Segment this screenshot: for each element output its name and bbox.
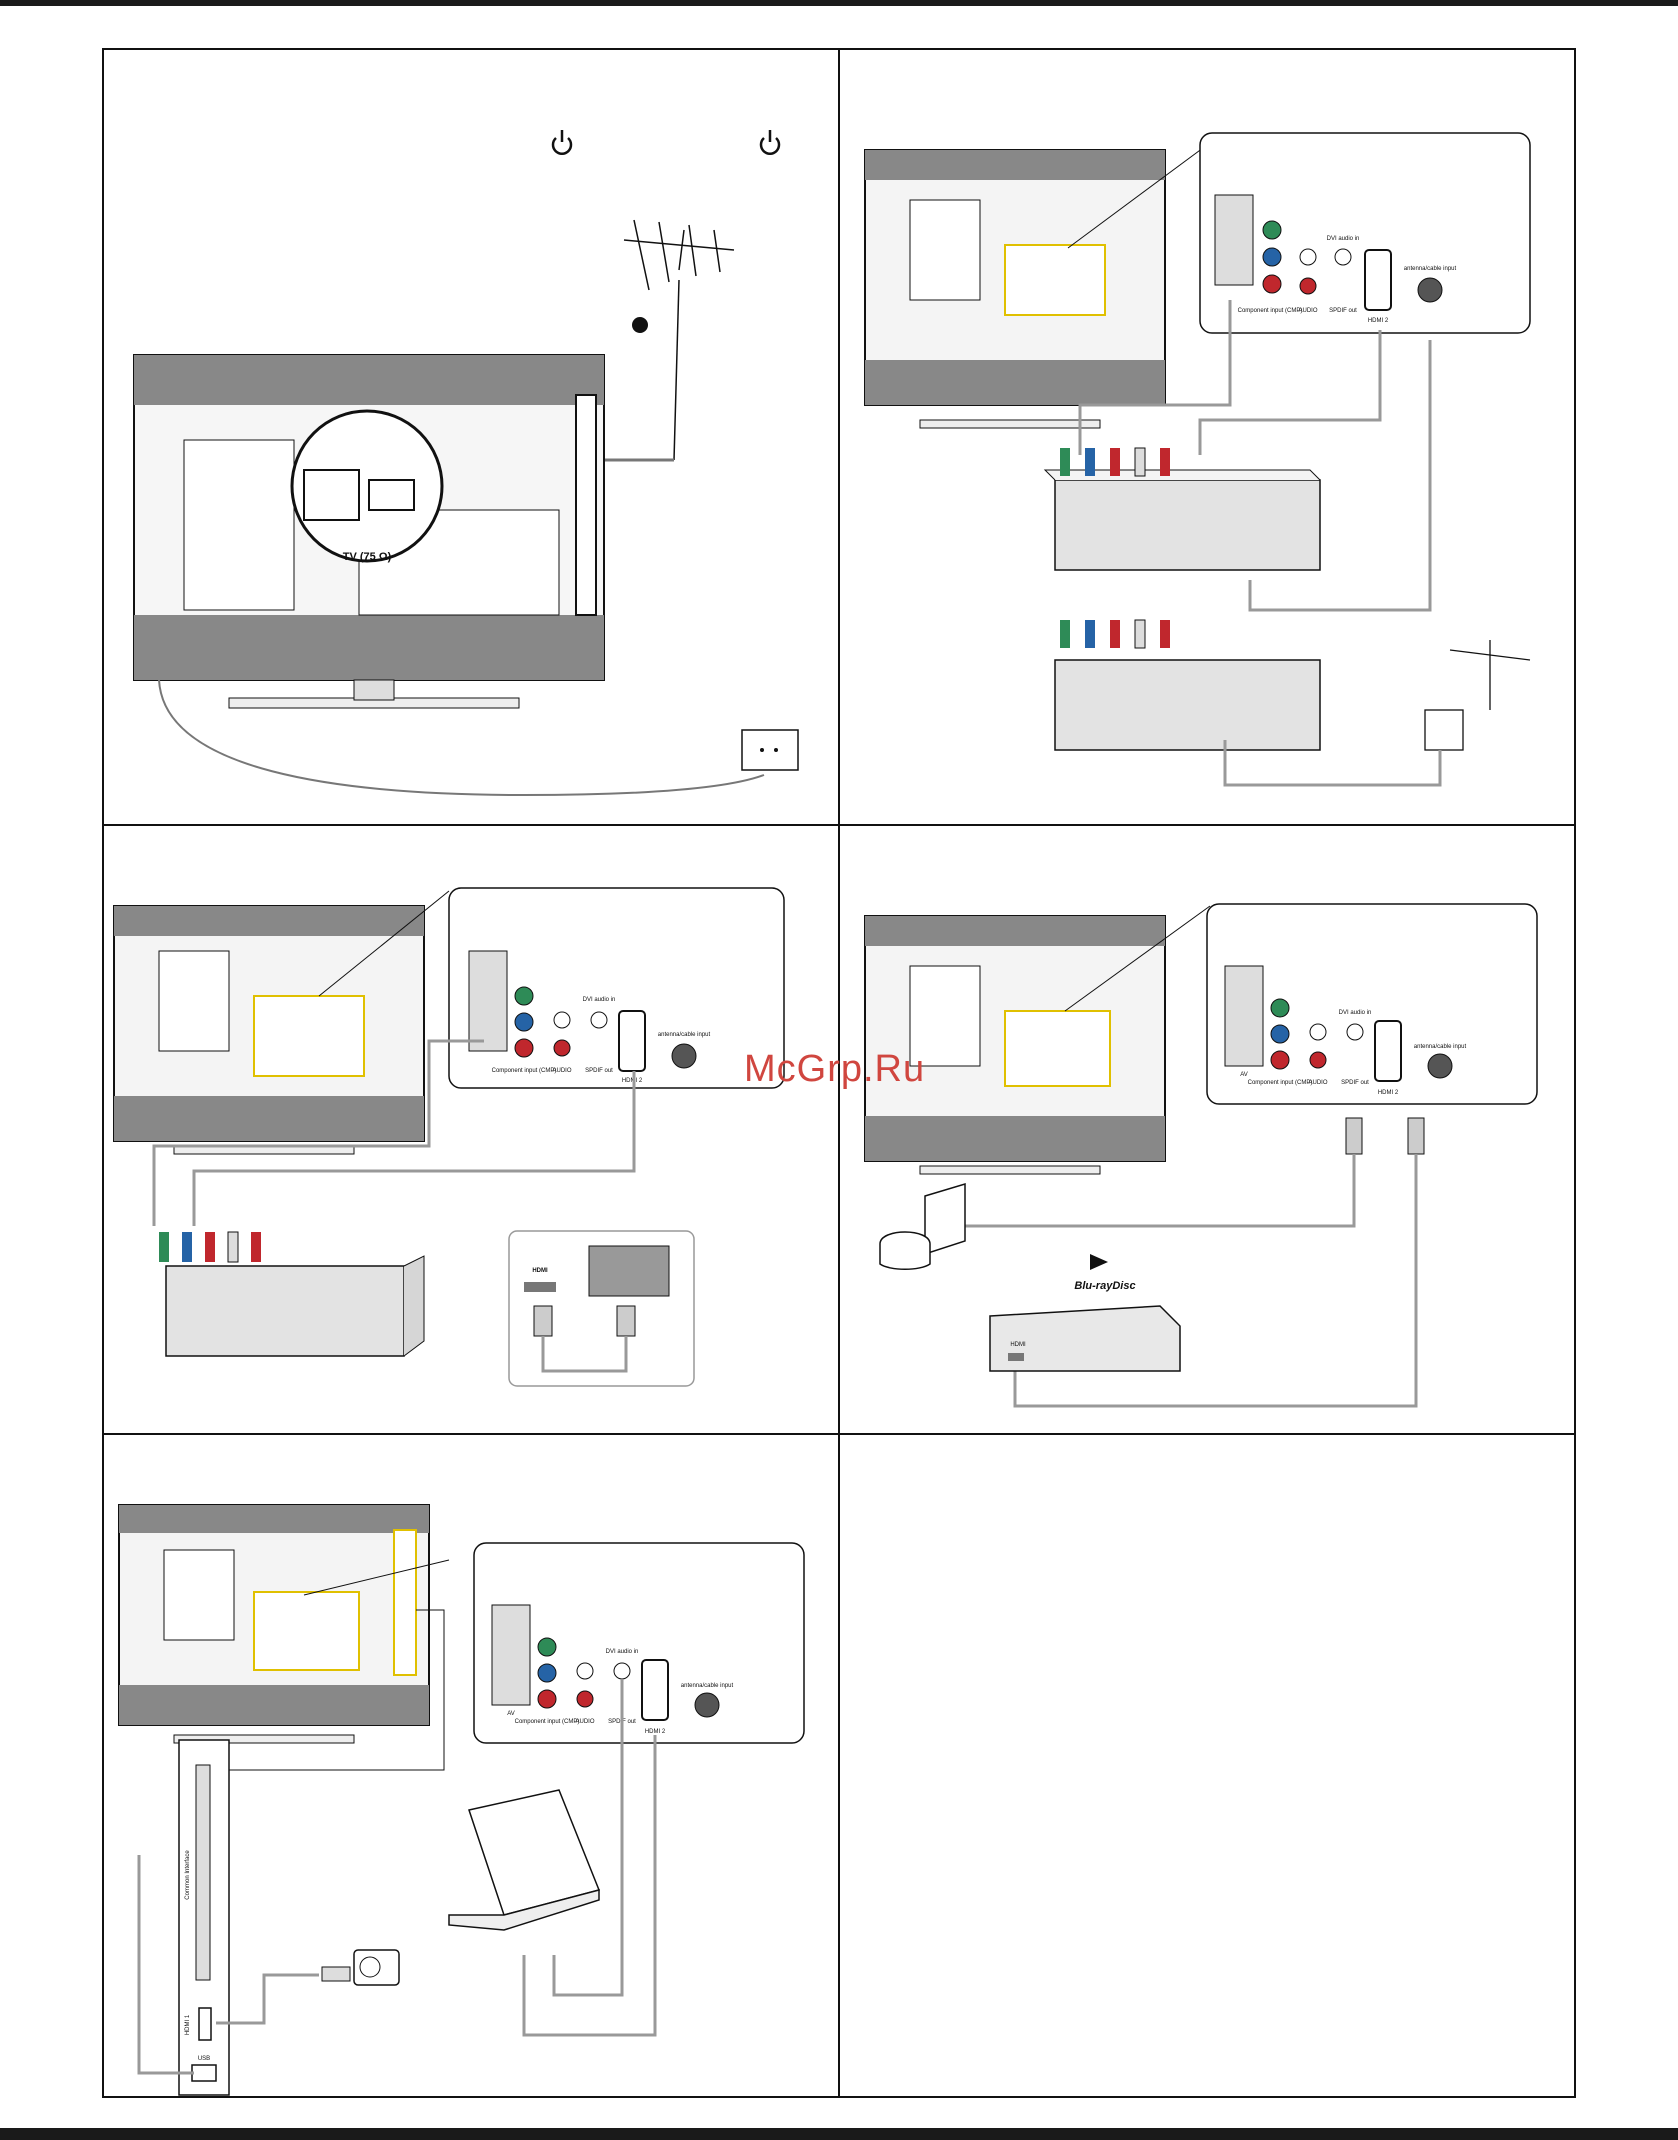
column-divider-bottom: [838, 1435, 840, 2098]
ci-label: Common Interface: [185, 1850, 191, 1900]
tv-rear-view: [133, 354, 605, 709]
av-label: AV: [1240, 1072, 1248, 1078]
hdmi2-label: HDMI 2: [1378, 1090, 1399, 1096]
spdif-label: SPDIF out: [585, 1068, 613, 1074]
panel-component-hdmi: Component input (CMP) AUDIO DVI audio in…: [104, 826, 838, 1433]
audio-label: AUDIO: [1308, 1080, 1327, 1086]
hdmi2-label: HDMI 2: [622, 1078, 643, 1084]
impedance-magnifier: TV (75 Ω): [290, 409, 444, 563]
recorder-top: [1043, 469, 1321, 571]
av-label: AV: [507, 1711, 515, 1717]
impedance-label: TV (75 Ω): [343, 551, 392, 563]
dvi-audio-label: DVI audio in: [1339, 1010, 1372, 1016]
wall-socket: [741, 729, 799, 771]
plug-row: [1060, 447, 1170, 649]
dvi-audio-label: DVI audio in: [1327, 236, 1360, 242]
hdmi-inset-label: HDMI: [532, 1268, 548, 1274]
row-divider-1: [102, 824, 1576, 826]
wall-antenna-icon: [1424, 640, 1531, 751]
recorder-bottom: [1054, 659, 1321, 751]
usb-label: USB: [198, 2056, 210, 2062]
spdif-label: SPDIF out: [1329, 308, 1357, 314]
spdif-label: SPDIF out: [1341, 1080, 1369, 1086]
bluray-logo: Blu-rayDisc: [1074, 1254, 1136, 1292]
audio-label: AUDIO: [552, 1068, 571, 1074]
hdmi1-label: HDMI 1: [185, 2014, 191, 2035]
component-source-device: [159, 1231, 425, 1357]
hdmi2-label: HDMI 2: [645, 1729, 666, 1735]
jack-panel: Component input (CMP) AUDIO DVI audio in…: [1199, 132, 1531, 334]
dvi-audio-label: DVI audio in: [583, 997, 616, 1003]
watermark: McGrp.Ru: [744, 1048, 926, 1090]
jack-panel: AV Component input (CMP) AUDIO DVI audio…: [1206, 903, 1538, 1105]
antenna-input-label: antenna/cable input: [681, 1683, 734, 1689]
antenna-input-label: antenna/cable input: [1404, 266, 1457, 272]
dvi-audio-label: DVI audio in: [606, 1649, 639, 1655]
laptop-icon: [448, 1789, 601, 1931]
component-label: Component input (CMP): [492, 1068, 557, 1074]
component-label: Component input (CMP): [1248, 1080, 1313, 1086]
row-divider-2: [102, 1433, 1576, 1435]
audio-label: AUDIO: [575, 1719, 594, 1725]
power-cord: [158, 679, 765, 797]
jack-panel: AV Component input (CMP) AUDIO DVI audio…: [473, 1542, 805, 1744]
panel-hdmi-devices: AV Component input (CMP) AUDIO DVI audio…: [840, 826, 1574, 1433]
panel-component-loop: Component input (CMP) AUDIO DVI audio in…: [840, 50, 1574, 824]
hdmi-plug: [1345, 1117, 1363, 1155]
hdmi-inset: HDMI: [508, 1230, 695, 1387]
component-label: Component input (CMP): [1238, 308, 1303, 314]
component-label: Component input (CMP): [515, 1719, 580, 1725]
jack-panel: Component input (CMP) AUDIO DVI audio in…: [448, 887, 785, 1089]
tv-rear-small: [864, 149, 1166, 429]
tv-rear-small: [113, 905, 425, 1155]
audio-label: AUDIO: [1298, 308, 1317, 314]
antenna-mount: [632, 317, 648, 333]
antenna-icon: [623, 219, 735, 461]
power-icon: [551, 130, 781, 155]
side-panel: Common Interface HDMI 1 USB: [178, 1739, 230, 2096]
antenna-input-label: antenna/cable input: [658, 1032, 711, 1038]
panel-antenna-power: TV (75 Ω): [104, 50, 838, 824]
panel-side-inputs: AV Component input (CMP) AUDIO DVI audio…: [104, 1435, 838, 2098]
bluray-logo-text: Blu-rayDisc: [1074, 1280, 1135, 1292]
camcorder-icon: [321, 1949, 400, 1986]
tv-rear-small: [118, 1504, 430, 1744]
game-console-icon: [879, 1182, 966, 1270]
antenna-input-label: antenna/cable input: [1414, 1044, 1467, 1050]
hdmi2-label: HDMI 2: [1368, 318, 1389, 324]
tv-rear-small: [864, 915, 1166, 1175]
bluray-player: HDMI: [989, 1305, 1181, 1372]
player-port-label: HDMI: [1010, 1342, 1026, 1348]
column-divider: [838, 48, 840, 1435]
top-rule: [0, 0, 1678, 6]
hdmi-plug: [1407, 1117, 1425, 1155]
bottom-rule: [0, 2128, 1678, 2140]
